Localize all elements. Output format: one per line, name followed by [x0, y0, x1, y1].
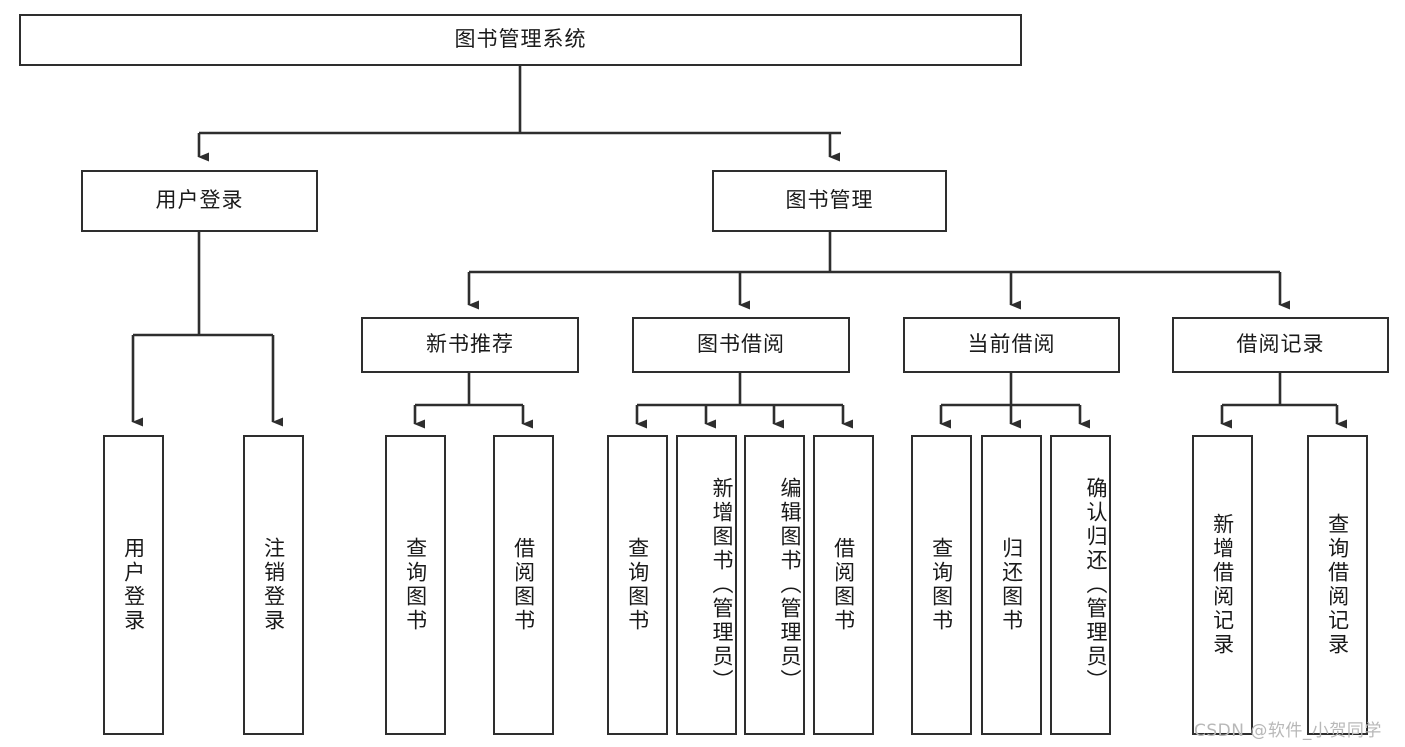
- node-leaf-user-login[interactable]: 用户登录: [103, 435, 164, 735]
- node-root-label: 图书管理系统: [454, 27, 587, 52]
- node-borrow-record-label: 借阅记录: [1236, 332, 1325, 357]
- node-new-book-recommend[interactable]: 新书推荐: [361, 317, 579, 373]
- node-book-manage-label: 图书管理: [785, 188, 874, 213]
- node-leaf-edit-book[interactable]: 编辑图书（管理员）: [744, 435, 805, 735]
- node-leaf-query-record[interactable]: 查询借阅记录: [1307, 435, 1368, 735]
- node-leaf-add-book-label: 新增图书（管理员）: [710, 477, 734, 693]
- node-leaf-query-book-2-label: 查询图书: [625, 537, 650, 633]
- node-leaf-query-book-1-label: 查询图书: [403, 537, 428, 633]
- node-leaf-confirm-return-label: 确认归还（管理员）: [1084, 477, 1108, 693]
- node-leaf-user-logout[interactable]: 注销登录: [243, 435, 304, 735]
- node-new-book-recommend-label: 新书推荐: [426, 332, 514, 357]
- node-book-borrow[interactable]: 图书借阅: [632, 317, 850, 373]
- node-leaf-add-record[interactable]: 新增借阅记录: [1192, 435, 1253, 735]
- node-user-login[interactable]: 用户登录: [81, 170, 318, 232]
- node-book-manage[interactable]: 图书管理: [712, 170, 947, 232]
- node-leaf-query-book-1[interactable]: 查询图书: [385, 435, 446, 735]
- node-leaf-add-record-label: 新增借阅记录: [1210, 513, 1235, 657]
- node-current-borrow[interactable]: 当前借阅: [903, 317, 1120, 373]
- node-borrow-record[interactable]: 借阅记录: [1172, 317, 1389, 373]
- node-user-login-label: 用户登录: [155, 188, 244, 213]
- node-leaf-borrow-book-2-label: 借阅图书: [831, 537, 856, 633]
- node-leaf-user-logout-label: 注销登录: [261, 537, 286, 633]
- watermark-text: CSDN @软件_小贺同学: [1194, 721, 1382, 741]
- node-book-borrow-label: 图书借阅: [697, 332, 785, 357]
- node-leaf-edit-book-label: 编辑图书（管理员）: [778, 477, 802, 693]
- node-leaf-borrow-book-2[interactable]: 借阅图书: [813, 435, 874, 735]
- node-leaf-query-book-3-label: 查询图书: [929, 537, 954, 633]
- node-leaf-query-book-3[interactable]: 查询图书: [911, 435, 972, 735]
- node-leaf-borrow-book-1-label: 借阅图书: [511, 537, 536, 633]
- node-leaf-user-login-label: 用户登录: [121, 537, 146, 633]
- node-leaf-borrow-book-1[interactable]: 借阅图书: [493, 435, 554, 735]
- node-leaf-query-record-label: 查询借阅记录: [1325, 513, 1350, 657]
- node-leaf-return-book[interactable]: 归还图书: [981, 435, 1042, 735]
- node-current-borrow-label: 当前借阅: [967, 332, 1056, 357]
- node-leaf-confirm-return[interactable]: 确认归还（管理员）: [1050, 435, 1111, 735]
- node-root[interactable]: 图书管理系统: [19, 14, 1022, 66]
- node-leaf-add-book[interactable]: 新增图书（管理员）: [676, 435, 737, 735]
- node-leaf-return-book-label: 归还图书: [999, 537, 1024, 633]
- node-leaf-query-book-2[interactable]: 查询图书: [607, 435, 668, 735]
